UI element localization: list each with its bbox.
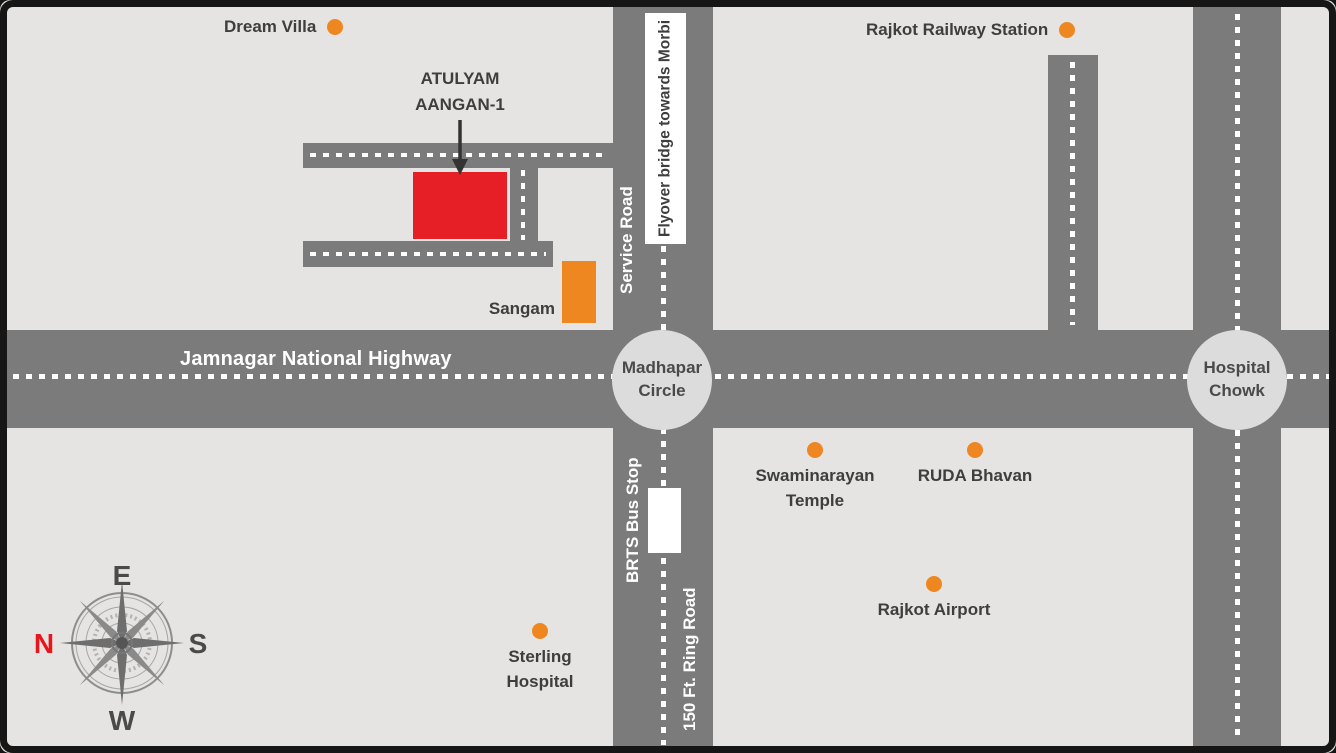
- compass-cardinal-needles: [60, 581, 184, 705]
- hospital-chowk-label: Hospital Chowk: [1203, 358, 1271, 400]
- landmark-dream-villa: Dream Villa: [224, 15, 344, 40]
- railway-road-center-line: [1070, 62, 1075, 325]
- madhapar-circle-junction: Madhapar Circle: [612, 330, 712, 430]
- ring-road-label: 150 Ft. Ring Road: [680, 587, 699, 731]
- landmark-railway-station: Rajkot Railway Station: [866, 18, 1076, 43]
- railway-station-label: Rajkot Railway Station: [866, 20, 1049, 39]
- compass-rose-icon: E N S W: [34, 560, 208, 736]
- brts-bus-stop-label: BRTS Bus Stop: [623, 457, 642, 583]
- hospital-chowk-junction: Hospital Chowk: [1187, 330, 1287, 430]
- project-label-line1: ATULYAM: [420, 69, 500, 88]
- landmark-ruda-bhavan: RUDA Bhavan: [905, 442, 1045, 489]
- rajkot-airport-marker-icon: [926, 576, 942, 592]
- compass-diagonal-needles: [79, 600, 165, 686]
- connector-center-line: [521, 170, 525, 240]
- rajkot-airport-label: Rajkot Airport: [877, 600, 991, 619]
- sangam-label: Sangam: [488, 299, 555, 318]
- swaminarayan-temple-marker-icon: [807, 442, 823, 458]
- railway-station-marker-icon: [1059, 22, 1076, 39]
- swaminarayan-temple-label: Swaminarayan Temple: [755, 466, 875, 510]
- dream-villa-marker-icon: [327, 19, 344, 36]
- flyover-bridge-label: Flyover bridge towards Morbi: [656, 19, 674, 238]
- ruda-bhavan-label: RUDA Bhavan: [917, 466, 1033, 485]
- service-road-label: Service Road: [617, 186, 636, 294]
- madhapar-circle-label: Madhapar Circle: [621, 358, 703, 400]
- project-label-line2: AANGAN-1: [415, 94, 505, 114]
- project-pointer-arrow: [452, 120, 468, 175]
- jamnagar-highway-label: Jamnagar National Highway: [180, 348, 452, 370]
- atulyam-aangan-building: [413, 172, 507, 239]
- ruda-bhavan-marker-icon: [967, 442, 983, 458]
- compass-west-label: W: [109, 705, 136, 736]
- sangam-building: [562, 261, 596, 323]
- brts-bus-stop-box: [648, 488, 681, 553]
- landmark-sterling-hospital: Sterling Hospital: [490, 623, 590, 694]
- dream-villa-label: Dream Villa: [224, 17, 317, 36]
- landmark-rajkot-airport: Rajkot Airport: [864, 576, 1004, 623]
- compass-east-label: E: [113, 560, 132, 591]
- south-road-center-line: [310, 252, 546, 256]
- flyover-bridge-box: [645, 13, 686, 244]
- sterling-hospital-marker-icon: [532, 623, 548, 639]
- sterling-hospital-label: Sterling Hospital: [506, 647, 574, 691]
- landmark-swaminarayan-temple: Swaminarayan Temple: [750, 442, 880, 513]
- project-label: ATULYAM AANGAN-1: [385, 66, 535, 117]
- compass-south-label: S: [189, 628, 208, 659]
- compass-north-label: N: [34, 628, 54, 659]
